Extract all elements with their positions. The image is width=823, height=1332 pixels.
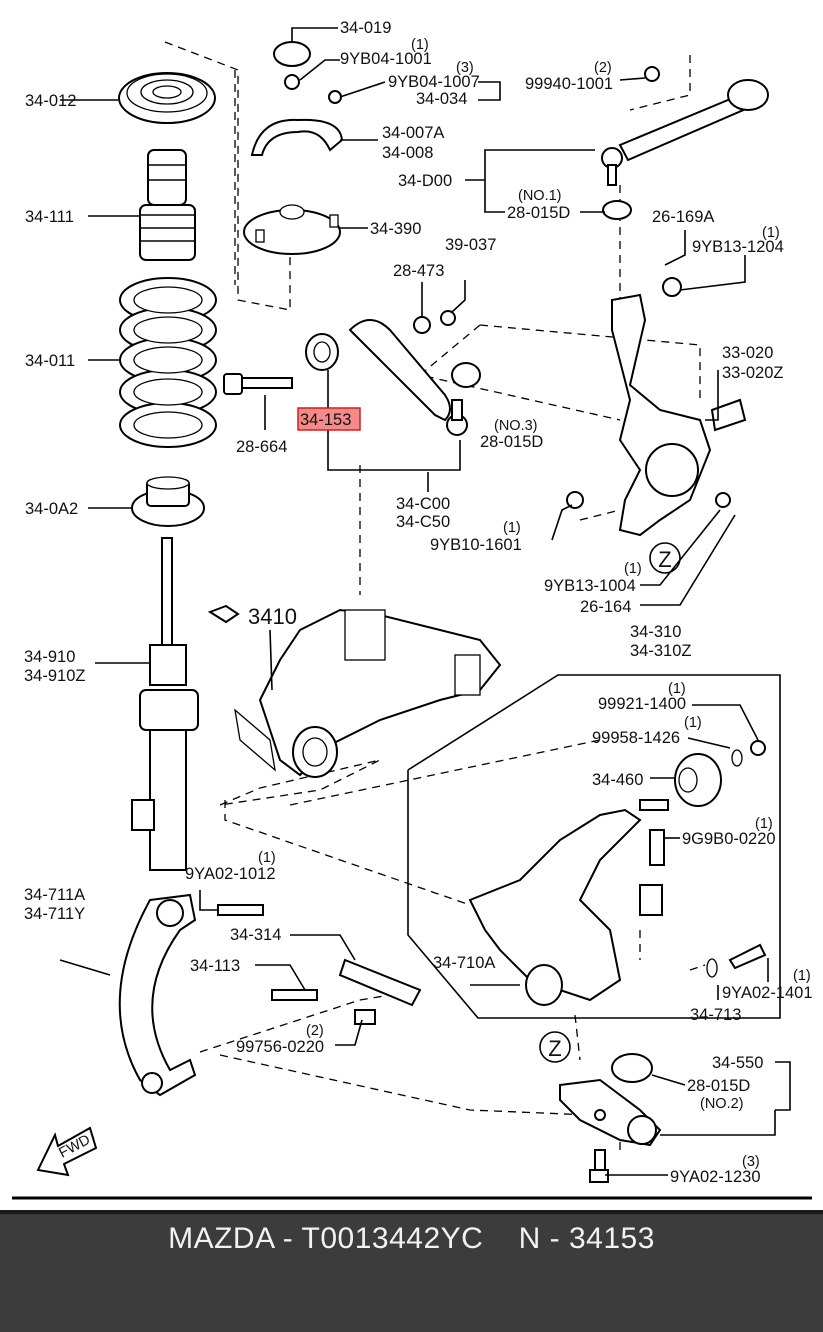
lower-ball-joint <box>559 1053 662 1183</box>
callout-99940-1001: 99940-1001 <box>525 75 613 93</box>
lower-arm-assembly <box>407 674 781 1019</box>
callout-28-015d-no3: 28-015D <box>480 433 543 451</box>
callout-9yb13-1204: 9YB13-1204 <box>692 238 784 256</box>
callout-9ya02-1012: 9YA02-1012 <box>185 865 276 883</box>
qty-9yb10-1601: (1) <box>503 520 521 536</box>
callout-99921-1400: 99921-1400 <box>598 695 686 713</box>
qty-9yb13-1204: (1) <box>762 225 780 241</box>
callout-34-008: 34-008 <box>382 144 433 162</box>
z-marker-bottom: Z <box>548 1036 561 1061</box>
leader-lines <box>59 27 791 1176</box>
callout-9ya02-1401: 9YA02-1401 <box>722 984 813 1002</box>
callout-34-310z: 34-310Z <box>630 642 691 660</box>
callout-34-550: 34-550 <box>712 1054 763 1072</box>
assembly-outlines <box>164 41 706 1150</box>
qty-9ya02-1230: (3) <box>742 1154 760 1170</box>
callout-39-037: 39-037 <box>445 236 496 254</box>
coil-spring <box>119 277 217 448</box>
callout-34-710a: 34-710A <box>433 954 495 972</box>
qty-9yb04-1001: (1) <box>411 37 429 53</box>
qty-99958-1426: (1) <box>684 715 702 731</box>
callout-9yb04-1007: 9YB04-1007 <box>388 73 480 91</box>
qty-9yb13-1004: (1) <box>624 561 642 577</box>
callout-34-034: 34-034 <box>416 90 467 108</box>
upper-arm <box>305 310 481 436</box>
z-marker-top: Z <box>658 547 671 572</box>
callout-99958-1426: 99958-1426 <box>592 729 680 747</box>
callout-34-713: 34-713 <box>690 1006 741 1024</box>
highlight-box <box>297 407 361 431</box>
qty-99921-1400: (1) <box>668 681 686 697</box>
callout-34-011: 34-011 <box>25 352 75 370</box>
callout-34-711y: 34-711Y <box>24 905 85 923</box>
z-markers: Z Z <box>539 542 681 1063</box>
callout-28-015d-no2: 28-015D <box>687 1077 750 1095</box>
qty-99940-1001: (2) <box>594 60 612 76</box>
callout-9yb13-1004: 9YB13-1004 <box>544 577 636 595</box>
callout-33-020z: 33-020Z <box>722 364 783 382</box>
callout-34-711a: 34-711A <box>24 886 85 904</box>
callout-34-111: 34-111 <box>25 208 74 226</box>
fwd-arrow-icon: FWD <box>36 1126 98 1177</box>
callout-9yb04-1001: 9YB04-1001 <box>340 50 432 68</box>
qty-9yb04-1007: (3) <box>456 60 474 76</box>
diagram-canvas: FWD <box>12 19 813 1200</box>
tie-rod <box>601 66 769 220</box>
callout-26-164: 26-164 <box>580 598 631 616</box>
callout-34-390: 34-390 <box>370 220 421 238</box>
callout-28-473: 28-473 <box>393 262 444 280</box>
callout-28-664: 28-664 <box>236 438 287 456</box>
callout-34-153: 34-153 <box>300 411 351 429</box>
callout-99756-0220: 99756-0220 <box>236 1038 324 1056</box>
callout-34-c00: 34-C00 <box>396 495 450 513</box>
footer-bar <box>0 1210 823 1332</box>
subframe <box>207 604 502 778</box>
qty-9ya02-1012: (1) <box>258 850 276 866</box>
upper-arm-bolt <box>223 373 293 395</box>
label-no1: (NO.1) <box>518 188 562 204</box>
callout-34-c50: 34-C50 <box>396 513 450 531</box>
callout-33-020: 33-020 <box>722 344 773 362</box>
callout-34-012: 34-012 <box>25 92 76 110</box>
label-no3: (NO.3) <box>494 418 538 434</box>
callout-34-910z: 34-910Z <box>24 667 85 685</box>
qty-9ya02-1401: (1) <box>793 968 811 984</box>
callout-34-113: 34-113 <box>190 957 240 975</box>
callout-34-310: 34-310 <box>630 623 681 641</box>
steering-knuckle <box>566 277 747 537</box>
callout-34-910: 34-910 <box>24 648 75 666</box>
spring-seat <box>131 476 205 527</box>
tension-rod <box>118 893 767 1097</box>
callout-9yb10-1601: 9YB10-1601 <box>430 536 522 554</box>
parts-diagram: FWD <box>12 19 813 1200</box>
label-no2: (NO.2) <box>700 1096 744 1112</box>
callout-9g9b0-0220: 9G9B0-0220 <box>682 830 776 848</box>
qty-99756-0220: (2) <box>306 1023 324 1039</box>
qty-9g9b0-0220: (1) <box>755 816 773 832</box>
callout-34-0a2: 34-0A2 <box>25 500 78 518</box>
callout-34-d00: 34-D00 <box>398 172 452 190</box>
upper-mount-plate <box>243 41 344 255</box>
callout-26-169a: 26-169A <box>652 208 714 226</box>
callout-3410: 3410 <box>248 604 297 629</box>
callout-34-007a: 34-007A <box>382 124 444 142</box>
shock-absorber <box>131 537 199 871</box>
callout-34-019: 34-019 <box>340 19 391 37</box>
bump-stop-boot <box>139 149 196 261</box>
footer-part-number: MAZDA - T0013442YC N - 34153 <box>168 1222 655 1255</box>
callout-9ya02-1230: 9YA02-1230 <box>670 1168 761 1186</box>
callout-34-314: 34-314 <box>230 926 281 944</box>
strut-mount <box>118 72 216 124</box>
callout-34-460: 34-460 <box>592 771 643 789</box>
callout-28-015d-no1: 28-015D <box>507 204 570 222</box>
callout-labels: 34-019 (1) 9YB04-1001 (3) 9YB04-1007 34-… <box>24 19 813 1186</box>
